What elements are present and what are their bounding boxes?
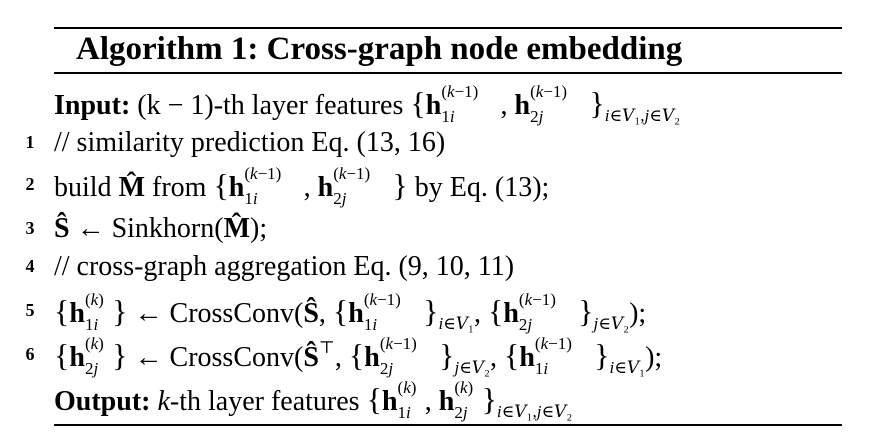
line-text: // similarity prediction Eq. (13, 16): [54, 127, 446, 158]
algorithm-line-2: 2 build M̂ from {h(k−1)1i, h(k−1)2j} by …: [0, 164, 873, 208]
top-rule: [54, 27, 842, 29]
input-text: (k − 1)-th layer features: [137, 90, 404, 121]
line-text-pre: build: [54, 172, 112, 203]
line-number: 6: [25, 344, 35, 364]
output-label: Output:: [54, 386, 151, 417]
line-text: // cross-graph aggregation Eq. (9, 10, 1…: [54, 251, 515, 282]
line-text-post: by Eq. (13);: [414, 172, 550, 203]
line-number: 1: [25, 132, 35, 152]
output-text: -th layer features: [169, 386, 360, 417]
title-rule: [54, 72, 842, 74]
algorithm-line-6: 6 {h(k)2j} ← CrossConv(Ŝ⊤, {h(k−1)2j}j∈V…: [0, 334, 873, 378]
line-op: CrossConv(: [169, 298, 304, 329]
output-line: Output: k-th layer features {h(k)1i, h(k…: [54, 378, 573, 422]
algorithm-line-1: 1 // similarity prediction Eq. (13, 16): [0, 122, 873, 164]
line-number: 5: [25, 300, 35, 320]
line-op: Sinkhorn(: [111, 213, 224, 244]
algorithm-line-4: 4 // cross-graph aggregation Eq. (9, 10,…: [0, 246, 873, 288]
line-op: CrossConv(: [169, 342, 304, 373]
algorithm-line-3: 3 Ŝ ← Sinkhorn(M̂);: [0, 208, 873, 250]
line-number: 4: [25, 256, 35, 276]
input-line: Input: (k − 1)-th layer features {h(k−1)…: [54, 82, 681, 126]
bottom-rule: [54, 424, 842, 426]
line-number: 3: [25, 218, 35, 238]
line-number: 2: [25, 174, 35, 194]
input-label: Input:: [54, 90, 131, 121]
algorithm-line-5: 5 {h(k)1i} ← CrossConv(Ŝ, {h(k−1)1i}i∈V₁…: [0, 290, 873, 334]
output-k: k: [157, 386, 170, 417]
line-text-mid: from: [152, 172, 207, 203]
algorithm-title: Algorithm 1: Cross-graph node embedding: [76, 31, 683, 67]
